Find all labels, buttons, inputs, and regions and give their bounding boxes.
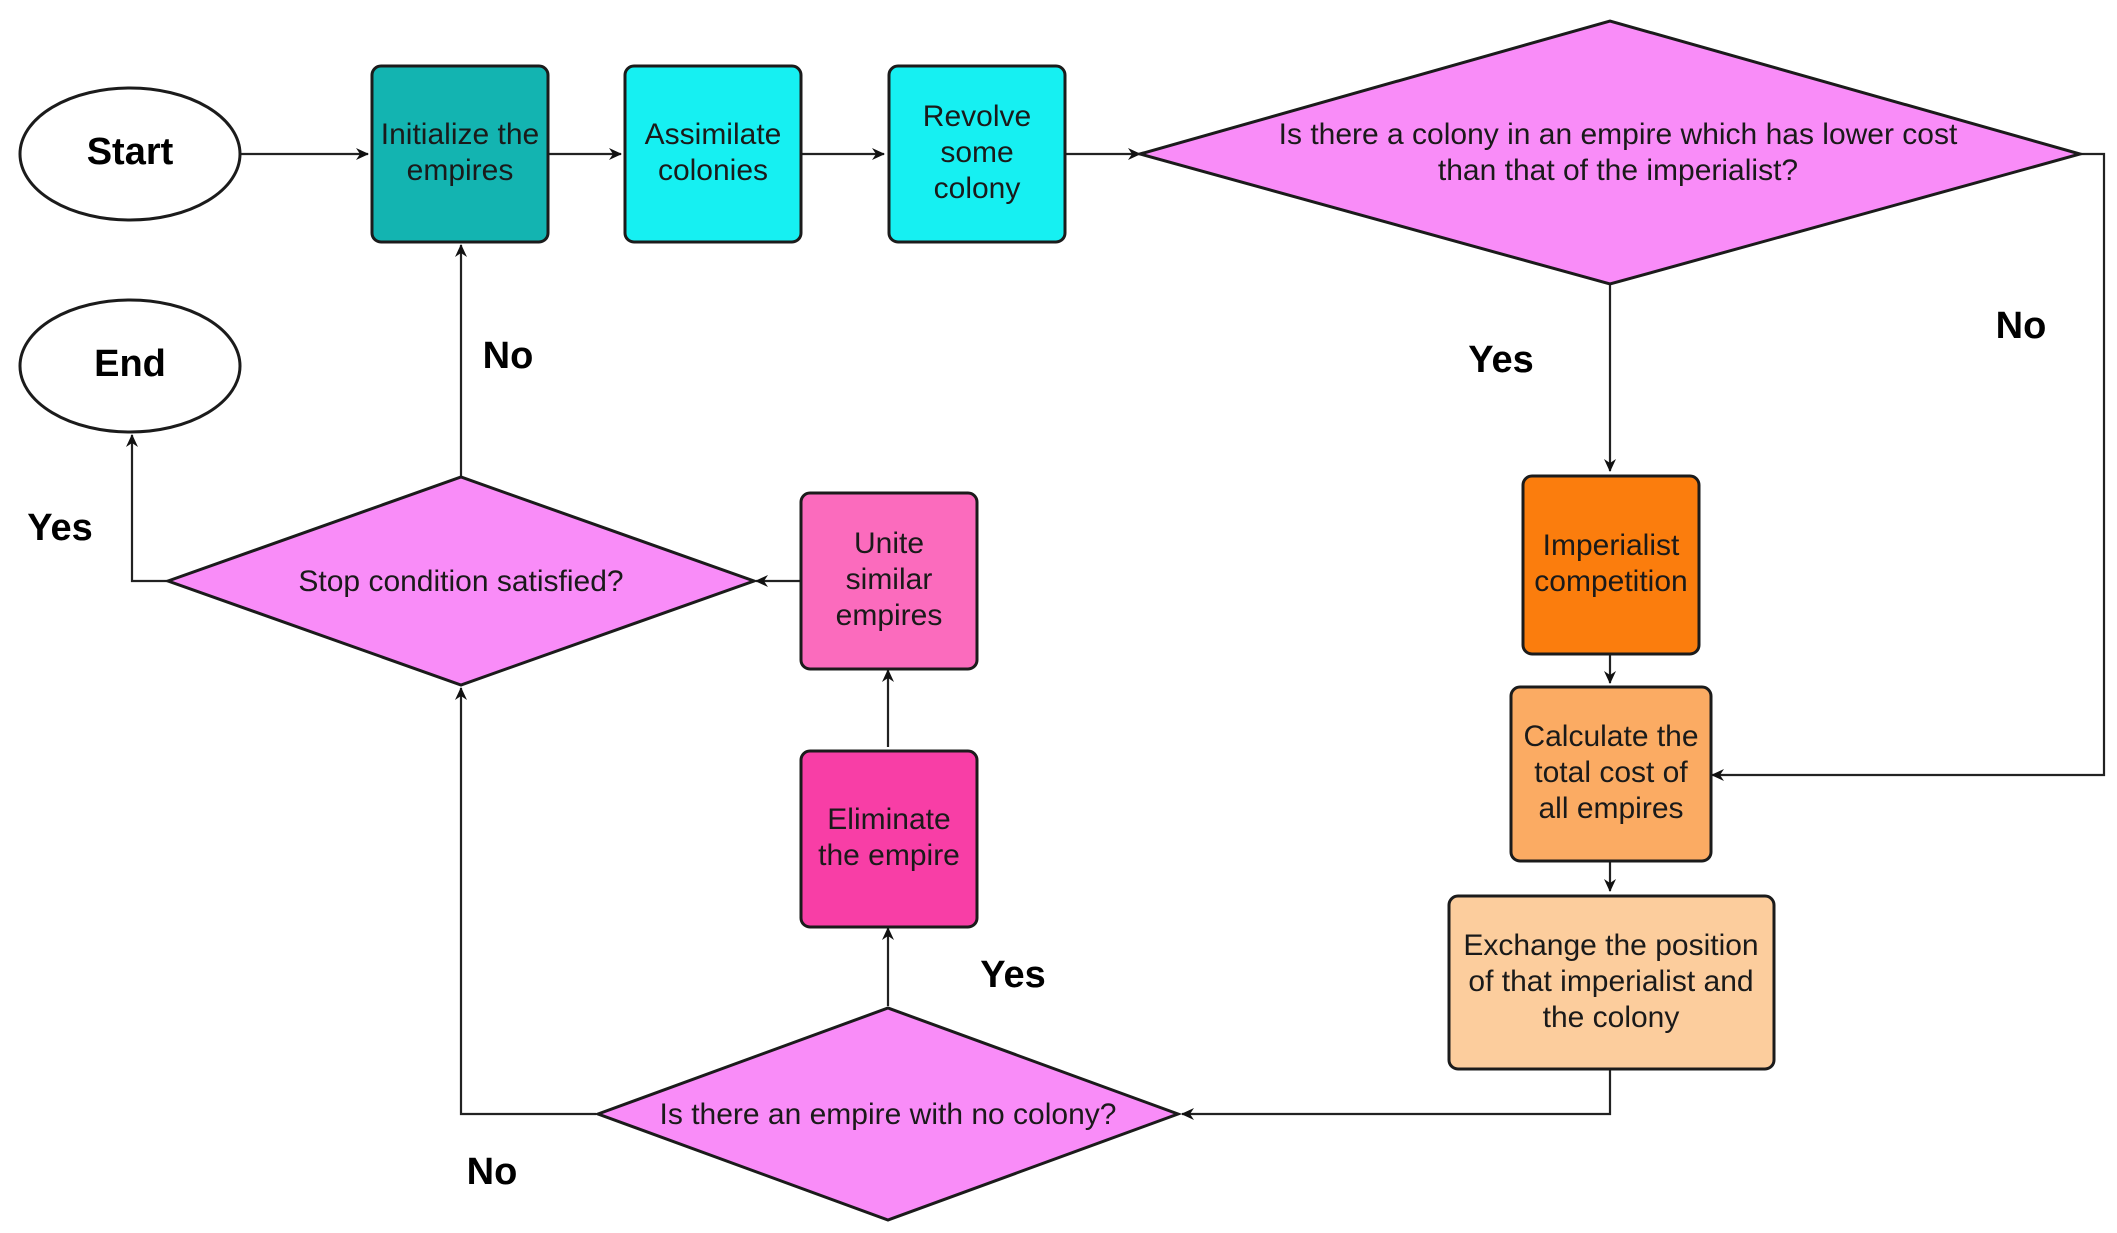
label-line: Stop condition satisfied? (298, 565, 623, 598)
end-node: End (18, 298, 242, 434)
label-line: Eliminate (827, 803, 950, 836)
label-line: similar (846, 563, 933, 596)
label-line: Unite (854, 527, 924, 560)
label-line: the empire (818, 839, 960, 872)
colony-question-node: Is there a colony in an empire which has… (1134, 19, 2086, 286)
edge-labels: No Yes Yes No Yes No (27, 305, 2046, 1193)
assimilate-box (623, 64, 803, 244)
stop-question-diamond (163, 475, 759, 687)
label-line: total cost of (1534, 756, 1688, 789)
colony-question-diamond (1134, 19, 2086, 286)
label-line: Initialize the (381, 118, 539, 151)
total-cost-box (1509, 685, 1713, 863)
label-line: than that of the imperialist? (1438, 154, 1798, 187)
label-line: Revolve (923, 100, 1031, 133)
label-stop-yes: Yes (27, 507, 93, 549)
label-line: of that imperialist and (1468, 965, 1753, 998)
start-label: Start (87, 131, 174, 173)
label-stop-no: No (483, 335, 534, 377)
colony-question-label: Is there a colony in an empire which has… (1279, 118, 1958, 187)
no-colony-question-diamond (593, 1006, 1183, 1222)
label-line: Is there a colony in an empire which has… (1279, 118, 1958, 151)
end-label: End (94, 343, 166, 385)
edge-exchange-to-empire-question (1181, 1068, 1612, 1120)
label-line: Assimilate (645, 118, 782, 151)
label-line: empires (407, 154, 514, 187)
label-empire-yes: Yes (980, 954, 1046, 996)
start-node: Start (18, 86, 242, 222)
label-line: empires (836, 599, 943, 632)
edges (126, 148, 2106, 1120)
no-colony-question-label: Is there an empire with no colony? (660, 1098, 1117, 1131)
no-colony-question-node: Is there an empire with no colony? (593, 1006, 1183, 1222)
label-line: Imperialist (1543, 529, 1680, 562)
edge-colony-no (1711, 152, 2106, 781)
eliminate-box (799, 749, 979, 929)
stop-question-label: Stop condition satisfied? (298, 565, 623, 598)
exchange-box (1447, 894, 1776, 1071)
label-line: colonies (658, 154, 768, 187)
edge-stop-yes (126, 434, 168, 583)
label-line: some (940, 136, 1013, 169)
unite-box (799, 491, 979, 671)
label-line: colony (934, 172, 1021, 205)
label-line: the colony (1543, 1001, 1680, 1034)
label-line: Calculate the (1523, 720, 1698, 753)
edge-empire-no (455, 687, 596, 1116)
label-line: competition (1534, 565, 1687, 598)
competition-box (1521, 474, 1701, 656)
label-line: Exchange the position (1463, 929, 1758, 962)
label-colony-no: No (1996, 305, 2047, 347)
label-line: Is there an empire with no colony? (660, 1098, 1117, 1131)
label-empire-no: No (467, 1151, 518, 1193)
revolve-box (887, 64, 1067, 244)
label-colony-yes: Yes (1468, 339, 1534, 381)
init-box (370, 64, 550, 244)
stop-question-node: Stop condition satisfied? (163, 475, 759, 687)
label-line: all empires (1538, 792, 1683, 825)
